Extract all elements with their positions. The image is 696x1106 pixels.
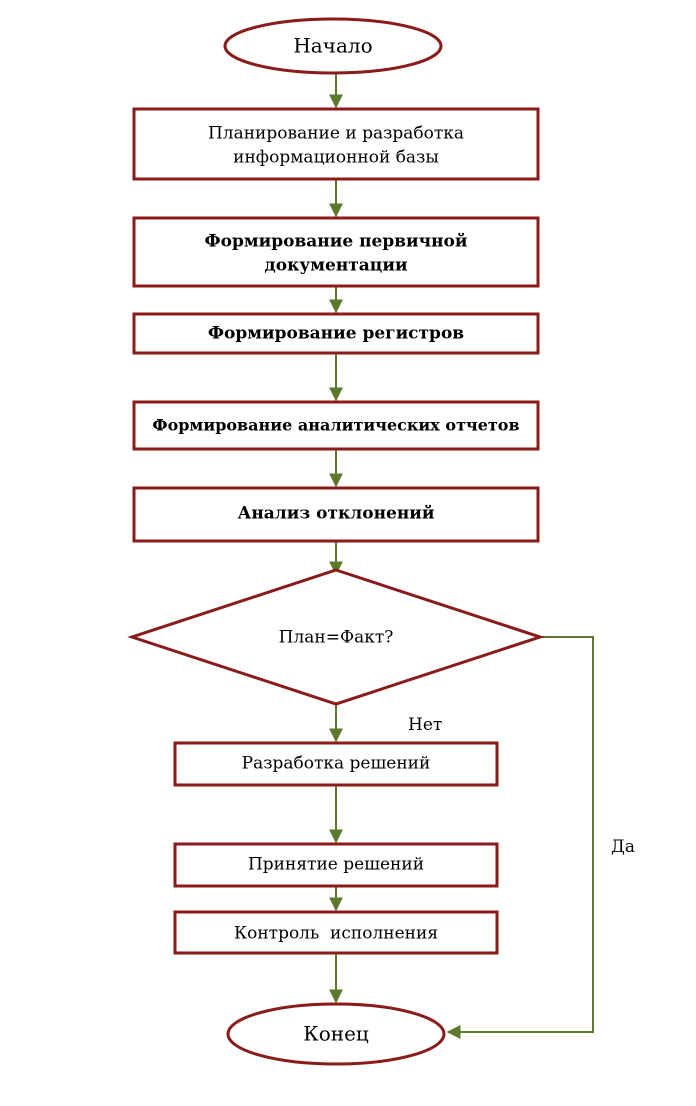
registers-box: [132, 312, 540, 355]
analytic-reports-label: Формирование аналитических отчетов: [152, 416, 519, 435]
connectors: [329, 73, 594, 1039]
accept-solutions-box: [173, 842, 499, 888]
end-terminator: [226, 1002, 446, 1066]
decision-diamond: [127, 568, 545, 706]
primary-docs-box: [132, 216, 540, 288]
planning-box: [132, 107, 540, 181]
develop-solutions-box: [173, 741, 499, 787]
end-label: Конец: [303, 1022, 369, 1046]
control-execution-label: Контроль исполнения: [234, 924, 438, 944]
analytic-reports-box: [132, 400, 540, 451]
control-execution-box: [173, 910, 499, 955]
deviation-analysis-box: [132, 486, 540, 543]
planning-label-line-1: Планирование и разработка: [208, 124, 464, 144]
decision-label: План=Факт?: [279, 628, 394, 648]
start-label: Начало: [293, 34, 372, 58]
accept-solutions-label: Принятие решений: [248, 855, 424, 875]
deviation-analysis-label: Анализ отклонений: [237, 504, 434, 524]
edge-label-yes: Да: [611, 837, 635, 857]
arrow-decision-yes-to-end: [446, 636, 594, 1039]
develop-solutions-label: Разработка решений: [242, 754, 431, 774]
start-terminator: [223, 17, 443, 75]
registers-label: Формирование регистров: [208, 324, 464, 344]
primary-docs-label-line-2: документации: [264, 256, 408, 276]
edge-label-no: Нет: [408, 715, 442, 735]
planning-label-line-2: информационной базы: [233, 148, 439, 168]
primary-docs-label-line-1: Формирование первичной: [205, 232, 468, 252]
